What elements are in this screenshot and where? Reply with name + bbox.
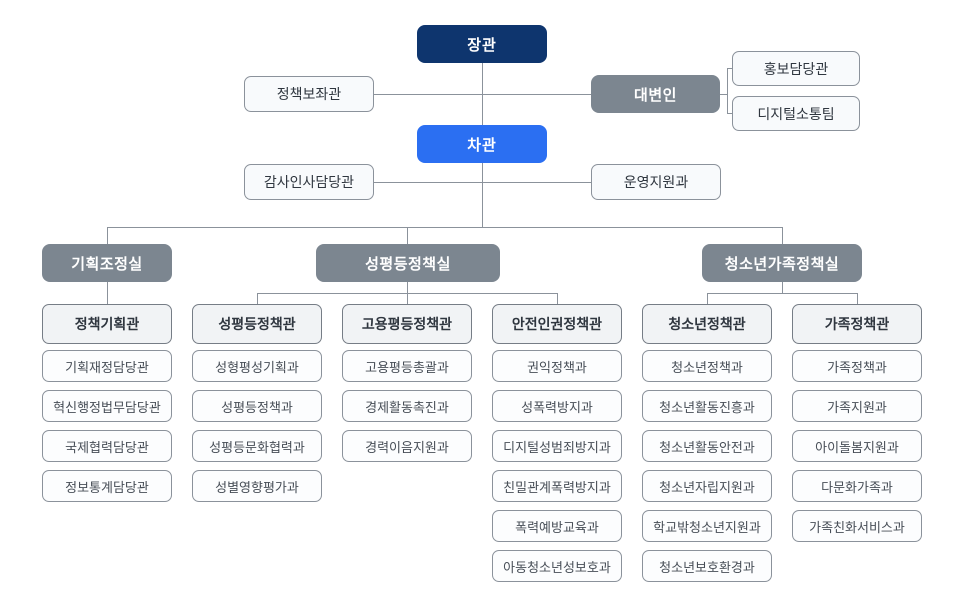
bureau-head-box: 성평등정책관 bbox=[192, 304, 322, 344]
dept-box: 국제협력담당관 bbox=[42, 430, 172, 462]
dept-box: 가족친화서비스과 bbox=[792, 510, 922, 542]
bureau-head-box: 고용평등정책관 bbox=[342, 304, 472, 344]
dept-box: 정보통계담당관 bbox=[42, 470, 172, 502]
dept-box: 성형평성기획과 bbox=[192, 350, 322, 382]
connector-line bbox=[782, 282, 783, 293]
dept-box: 권익정책과 bbox=[492, 350, 622, 382]
dept-box: 아동청소년성보호과 bbox=[492, 550, 622, 582]
connector-line bbox=[107, 282, 108, 304]
connector-line bbox=[720, 94, 727, 95]
connector-line bbox=[107, 227, 108, 244]
dept-box: 청소년자립지원과 bbox=[642, 470, 772, 502]
dept-box: 가족지원과 bbox=[792, 390, 922, 422]
operations-support-box: 운영지원과 bbox=[591, 164, 721, 200]
bureau-head-box: 안전인권정책관 bbox=[492, 304, 622, 344]
pr-officer-box: 홍보담당관 bbox=[732, 51, 860, 86]
dept-box: 청소년정책과 bbox=[642, 350, 772, 382]
bureau-head-box: 청소년정책관 bbox=[642, 304, 772, 344]
connector-line bbox=[707, 293, 708, 304]
dept-box: 청소년활동안전과 bbox=[642, 430, 772, 462]
dept-box: 기획재정담당관 bbox=[42, 350, 172, 382]
connector-line bbox=[407, 227, 408, 244]
connector-line bbox=[407, 282, 408, 293]
dept-box: 경제활동촉진과 bbox=[342, 390, 472, 422]
dept-box: 학교밖청소년지원과 bbox=[642, 510, 772, 542]
connector-line bbox=[727, 68, 728, 113]
division-planning-coordination: 기획조정실 bbox=[42, 244, 172, 282]
connector-line bbox=[727, 68, 732, 69]
dept-box: 디지털성범죄방지과 bbox=[492, 430, 622, 462]
dept-box: 청소년활동진흥과 bbox=[642, 390, 772, 422]
connector-line bbox=[374, 182, 591, 183]
dept-box: 다문화가족과 bbox=[792, 470, 922, 502]
connector-line bbox=[107, 227, 782, 228]
division-youth-family-policy: 청소년가족정책실 bbox=[702, 244, 862, 282]
dept-box: 친밀관계폭력방지과 bbox=[492, 470, 622, 502]
connector-line bbox=[782, 227, 783, 244]
bureau-head-box: 가족정책관 bbox=[792, 304, 922, 344]
dept-box: 고용평등총괄과 bbox=[342, 350, 472, 382]
audit-hr-officer-box: 감사인사담당관 bbox=[244, 164, 374, 200]
bureau-head-box: 정책기획관 bbox=[42, 304, 172, 344]
connector-line bbox=[707, 293, 857, 294]
dept-box: 폭력예방교육과 bbox=[492, 510, 622, 542]
dept-box: 아이돌봄지원과 bbox=[792, 430, 922, 462]
vice-minister-box: 차관 bbox=[417, 125, 547, 163]
connector-line bbox=[557, 293, 558, 304]
dept-box: 성평등정책과 bbox=[192, 390, 322, 422]
digital-comms-team-box: 디지털소통팀 bbox=[732, 96, 860, 131]
dept-box: 성평등문화협력과 bbox=[192, 430, 322, 462]
dept-box: 성별영향평가과 bbox=[192, 470, 322, 502]
connector-line bbox=[257, 293, 258, 304]
division-gender-equality-policy: 성평등정책실 bbox=[316, 244, 500, 282]
connector-line bbox=[407, 293, 408, 304]
policy-advisor-box: 정책보좌관 bbox=[244, 76, 374, 112]
connector-line bbox=[374, 94, 591, 95]
dept-box: 가족정책과 bbox=[792, 350, 922, 382]
dept-box: 청소년보호환경과 bbox=[642, 550, 772, 582]
connector-line bbox=[727, 113, 732, 114]
connector-line bbox=[857, 293, 858, 304]
dept-box: 경력이음지원과 bbox=[342, 430, 472, 462]
minister-box: 장관 bbox=[417, 25, 547, 63]
dept-box: 혁신행정법무담당관 bbox=[42, 390, 172, 422]
dept-box: 성폭력방지과 bbox=[492, 390, 622, 422]
spokesperson-box: 대변인 bbox=[591, 75, 720, 113]
connector-line bbox=[482, 163, 483, 227]
